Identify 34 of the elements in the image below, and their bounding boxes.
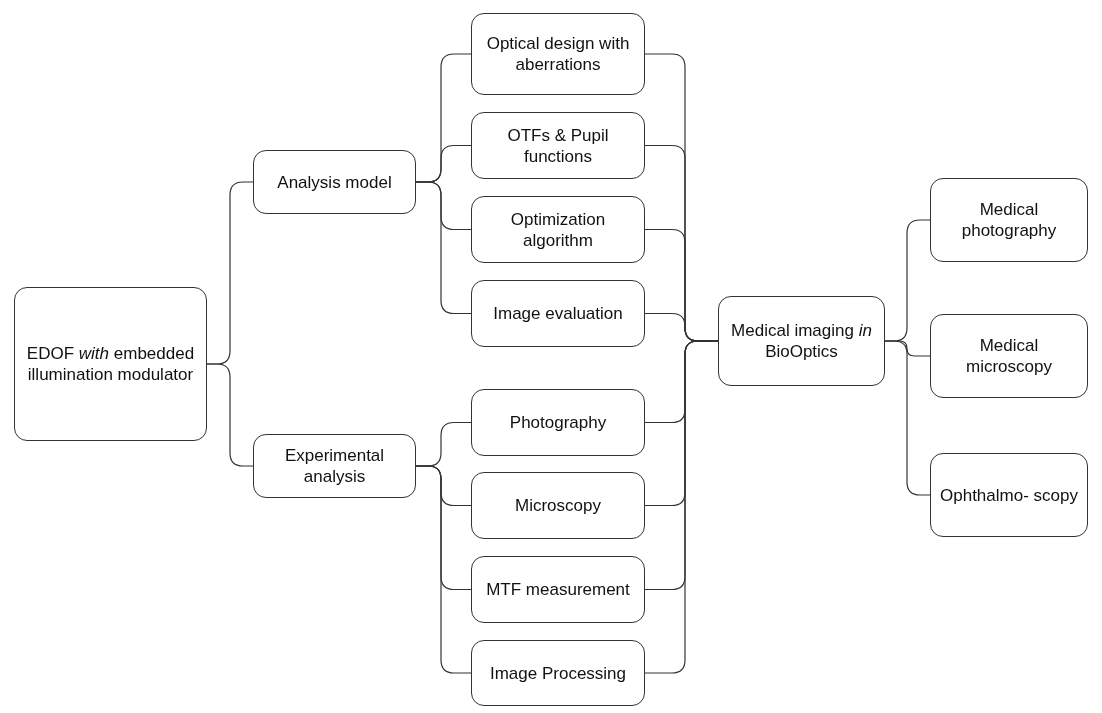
rounded-box [471, 196, 645, 263]
brace-connector [415, 465, 472, 674]
rounded-box [471, 556, 645, 623]
node-label: Ophthalmo- scopy [940, 484, 1078, 506]
rounded-box [471, 13, 645, 95]
rounded-box [471, 472, 645, 539]
rounded-box [471, 280, 645, 347]
node-label: OTFs & Pupil functions [506, 124, 610, 167]
node-label: Medical imaging in BioOptics [730, 320, 873, 362]
node-label: Photography [509, 412, 607, 433]
node-label: Analysis model [277, 171, 392, 193]
brace-connector [884, 340, 931, 496]
node-label: Optimization algorithm [509, 208, 607, 251]
rounded-box [471, 112, 645, 179]
node-label: Image Processing [489, 662, 627, 684]
rounded-box [930, 314, 1088, 398]
node-label: Experimental analysis [283, 445, 386, 487]
rounded-box [471, 640, 645, 706]
rounded-box [253, 150, 416, 214]
node-label: Microscopy [515, 495, 601, 516]
brace-connector [206, 363, 254, 467]
node-label: Image evaluation [493, 303, 623, 324]
node-label: Optical design with aberrations [485, 33, 631, 75]
rounded-box [471, 389, 645, 456]
node-label: Medical photography [960, 199, 1058, 241]
rounded-box [718, 296, 885, 386]
node-label: EDOF with embedded illumination modulator [25, 343, 196, 385]
rounded-box [14, 287, 207, 441]
node-label: Medical microscopy [965, 335, 1053, 377]
node-label: MTF measurement [486, 579, 630, 600]
brace-connector [415, 181, 472, 315]
rounded-box [930, 178, 1088, 262]
rounded-box [930, 453, 1088, 537]
rounded-box [253, 434, 416, 498]
